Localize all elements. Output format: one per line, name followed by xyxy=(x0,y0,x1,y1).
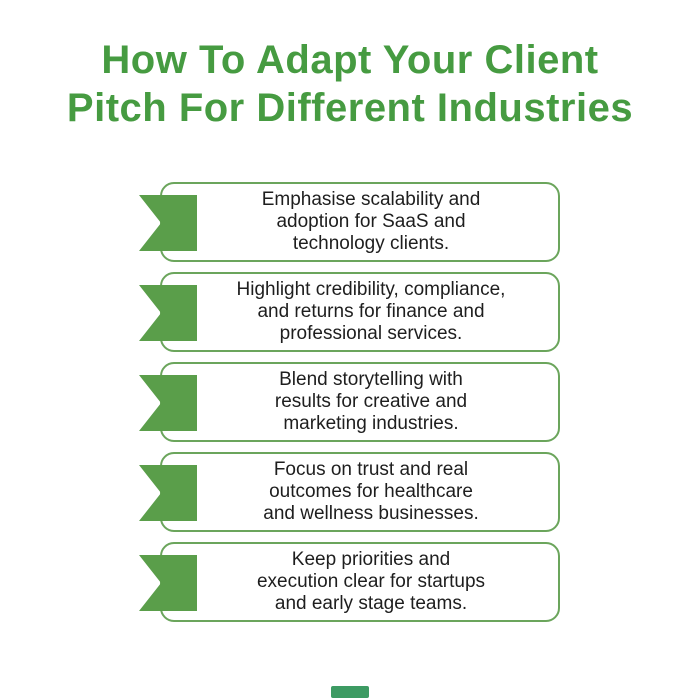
list-item-healthcare: Focus on trust and real outcomes for hea… xyxy=(139,452,560,532)
page-title: How To Adapt Your Client Pitch For Diffe… xyxy=(0,36,700,132)
text-line: Emphasise scalability and xyxy=(261,189,481,210)
list-item-text: Emphasise scalability and adoption for S… xyxy=(240,189,481,255)
text-line: technology clients. xyxy=(292,233,450,254)
text-line: Focus on trust and real xyxy=(273,459,469,480)
list-item-text: Blend storytelling with results for crea… xyxy=(253,369,467,435)
text-line: and returns for finance and xyxy=(257,301,485,322)
page-title-line2: Pitch For Different Industries xyxy=(66,86,634,130)
text-line: adoption for SaaS and xyxy=(276,211,466,232)
list-item-saas: Emphasise scalability and adoption for S… xyxy=(139,182,560,262)
page-title-line1: How To Adapt Your Client xyxy=(101,38,599,82)
list-item-creative: Blend storytelling with results for crea… xyxy=(139,362,560,442)
ribbon-flag-icon xyxy=(139,375,197,431)
text-line: Keep priorities and xyxy=(291,549,451,570)
footer-logo-bar xyxy=(331,686,369,698)
text-line: execution clear for startups xyxy=(256,571,486,592)
list-item-text: Keep priorities and execution clear for … xyxy=(235,549,485,615)
text-line: professional services. xyxy=(279,323,463,344)
list-item-text: Focus on trust and real outcomes for hea… xyxy=(241,459,478,525)
list-item-startups: Keep priorities and execution clear for … xyxy=(139,542,560,622)
list-item-text: Highlight credibility, compliance, and r… xyxy=(215,279,506,345)
ribbon-flag-icon xyxy=(139,555,197,611)
ribbon-flag-icon xyxy=(139,285,197,341)
text-line: and wellness businesses. xyxy=(263,503,479,524)
text-line: Blend storytelling with xyxy=(279,369,463,390)
text-line: results for creative and xyxy=(274,391,468,412)
ribbon-flag-icon xyxy=(139,465,197,521)
text-line: marketing industries. xyxy=(283,413,459,434)
text-line: and early stage teams. xyxy=(274,593,468,614)
text-line: Highlight credibility, compliance, xyxy=(236,279,506,300)
list-item-finance: Highlight credibility, compliance, and r… xyxy=(139,272,560,352)
ribbon-flag-icon xyxy=(139,195,197,251)
text-line: outcomes for healthcare xyxy=(269,481,473,502)
